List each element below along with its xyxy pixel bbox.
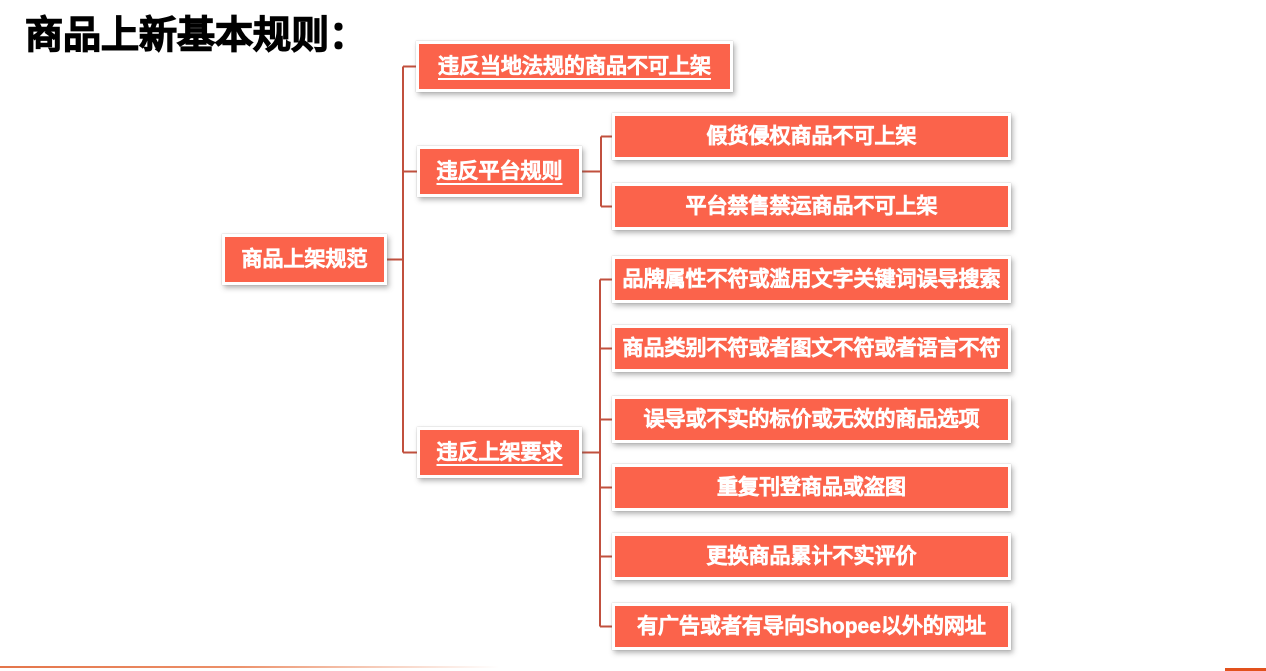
node-leaf-external-links: 有广告或者有导向Shopee以外的网址 — [612, 603, 1011, 650]
node-branch-platform-rules: 违反平台规则 — [417, 146, 582, 197]
node-leaf-category-mismatch-label: 商品类别不符或者图文不符或者语言不符 — [622, 337, 1001, 360]
node-root-label: 商品上架规范 — [241, 248, 368, 271]
node-leaf-banned-goods-label: 平台禁售禁运商品不可上架 — [685, 195, 938, 218]
node-branch-platform-rules-label: 违反平台规则 — [436, 160, 563, 183]
node-branch-listing-requirements-label: 违反上架要求 — [436, 441, 563, 464]
node-leaf-fake-reviews-label: 更换商品累计不实评价 — [706, 545, 917, 568]
page-title: 商品上新基本规则： — [24, 14, 368, 57]
node-branch-local-law: 违反当地法规的商品不可上架 — [416, 41, 733, 92]
node-leaf-duplicate-listing: 重复刊登商品或盗图 — [612, 464, 1011, 511]
footer-accent-line — [0, 666, 520, 668]
node-leaf-banned-goods: 平台禁售禁运商品不可上架 — [612, 183, 1011, 230]
node-branch-listing-requirements: 违反上架要求 — [417, 427, 582, 478]
node-leaf-counterfeit-label: 假货侵权商品不可上架 — [706, 125, 917, 148]
node-leaf-duplicate-listing-label: 重复刊登商品或盗图 — [717, 476, 907, 499]
node-leaf-brand-attribute-label: 品牌属性不符或滥用文字关键词误导搜索 — [622, 268, 1001, 291]
node-leaf-misleading-price-label: 误导或不实的标价或无效的商品选项 — [643, 408, 980, 431]
node-leaf-external-links-label: 有广告或者有导向Shopee以外的网址 — [637, 615, 986, 638]
node-branch-local-law-label: 违反当地法规的商品不可上架 — [438, 55, 712, 78]
footer-corner-bar — [1225, 668, 1266, 671]
node-leaf-brand-attribute: 品牌属性不符或滥用文字关键词误导搜索 — [612, 256, 1011, 303]
node-root: 商品上架规范 — [222, 234, 387, 285]
node-leaf-misleading-price: 误导或不实的标价或无效的商品选项 — [612, 396, 1011, 443]
node-leaf-fake-reviews: 更换商品累计不实评价 — [612, 533, 1011, 580]
node-leaf-category-mismatch: 商品类别不符或者图文不符或者语言不符 — [612, 325, 1011, 372]
node-leaf-counterfeit: 假货侵权商品不可上架 — [612, 113, 1011, 160]
